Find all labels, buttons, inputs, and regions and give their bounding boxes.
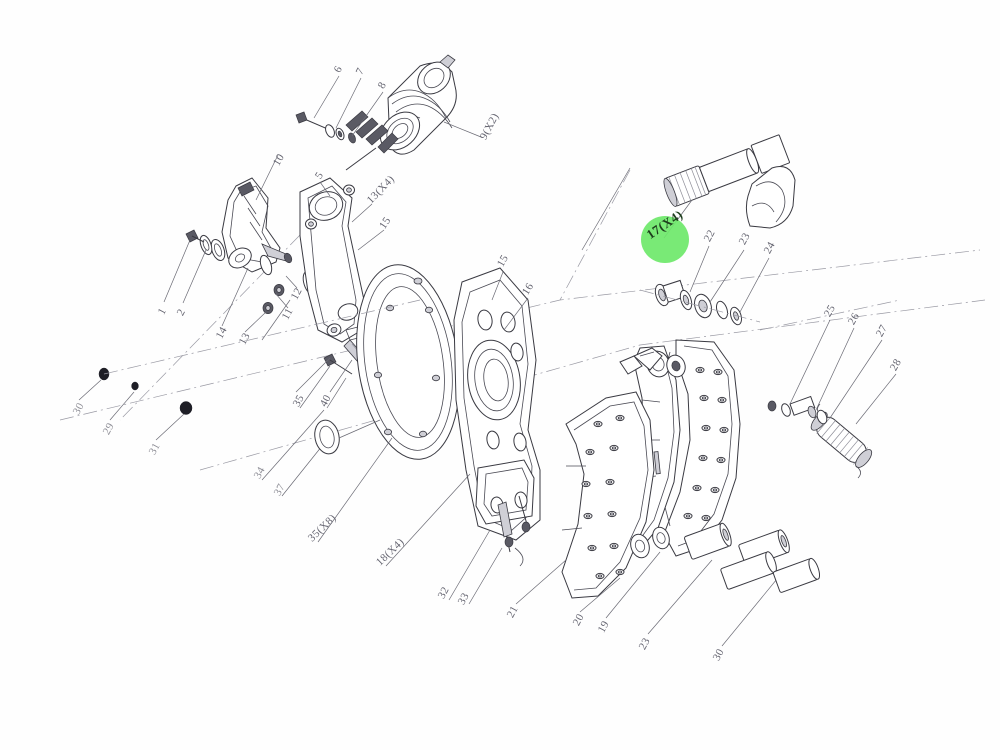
left-hardware-group [78,299,421,441]
mounting-bracket-group [261,177,385,497]
brake-shoe-assembly [515,339,787,647]
misc-leaders [261,299,353,393]
construction-axes [59,169,986,471]
air-chamber-group [295,54,482,171]
dust-shield-ring [314,264,460,460]
brake-spider-plate [317,267,541,605]
green-highlight-circle [641,216,689,263]
return-spring-group [759,299,901,479]
anchor-pins-rollers [684,522,821,593]
slack-adjuster-group [163,154,318,333]
s-camshaft-group [581,134,796,326]
